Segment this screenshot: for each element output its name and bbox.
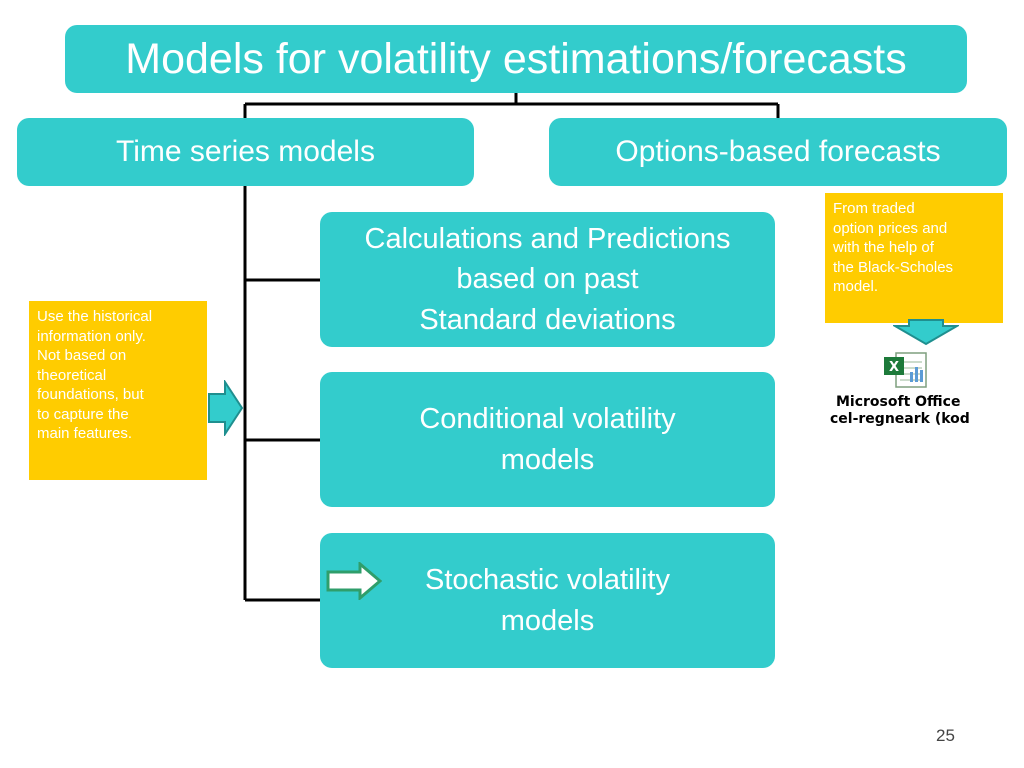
option-prices-note: From traded option prices and with the h… bbox=[825, 193, 1003, 323]
stochastic-volatility-box: Stochastic volatility models bbox=[320, 533, 775, 668]
options-based-forecasts-box: Options-based forecasts bbox=[549, 118, 1007, 186]
note-line: main features. bbox=[37, 425, 133, 442]
note-line: model. bbox=[833, 278, 879, 295]
past-sd-line-1: Calculations and Predictions bbox=[364, 222, 731, 255]
note-line: the Black-Scholes bbox=[833, 258, 954, 276]
conditional-volatility-box: Conditional volatility models bbox=[320, 372, 775, 507]
past-sd-line-3: Standard deviations bbox=[419, 303, 676, 336]
conditional-line-1: Conditional volatility bbox=[419, 402, 676, 435]
time-series-models-box: Time series models bbox=[17, 118, 474, 186]
embedded-object-label-2: cel-regneark (kod bbox=[830, 411, 970, 427]
svg-text:X: X bbox=[889, 360, 899, 375]
historical-information-note: Use the historical information only. Not… bbox=[29, 301, 207, 480]
note-line: Use the historical bbox=[37, 308, 153, 325]
time-series-models-text: Time series models bbox=[116, 135, 375, 168]
arrow-down-icon bbox=[893, 319, 959, 346]
options-based-forecasts-text: Options-based forecasts bbox=[615, 135, 941, 168]
note-line: with the help of bbox=[833, 239, 934, 256]
note-line: option prices and bbox=[833, 219, 948, 237]
note-line: theoretical bbox=[37, 366, 107, 384]
note-line: foundations, but bbox=[37, 386, 144, 403]
arrow-right-icon bbox=[326, 562, 382, 600]
note-line: Not based on bbox=[37, 347, 127, 364]
diagram-title-text: Models for volatility estimations/foreca… bbox=[125, 34, 907, 83]
past-standard-deviations-box: Calculations and Predictions based on pa… bbox=[320, 212, 775, 347]
past-sd-line-2: based on past bbox=[456, 263, 639, 296]
diagram-title: Models for volatility estimations/foreca… bbox=[65, 25, 967, 93]
note-line: From traded bbox=[833, 200, 915, 217]
note-line: information only. bbox=[37, 327, 146, 345]
embedded-object-label-1: Microsoft Office bbox=[836, 394, 961, 410]
stochastic-line-2: models bbox=[500, 604, 595, 637]
arrow-right-icon bbox=[208, 380, 244, 436]
conditional-line-2: models bbox=[500, 443, 595, 476]
excel-document-icon[interactable]: X bbox=[876, 350, 948, 390]
page-number: 25 bbox=[936, 726, 955, 745]
note-line: to capture the bbox=[37, 405, 129, 423]
stochastic-line-1: Stochastic volatility bbox=[425, 563, 670, 596]
